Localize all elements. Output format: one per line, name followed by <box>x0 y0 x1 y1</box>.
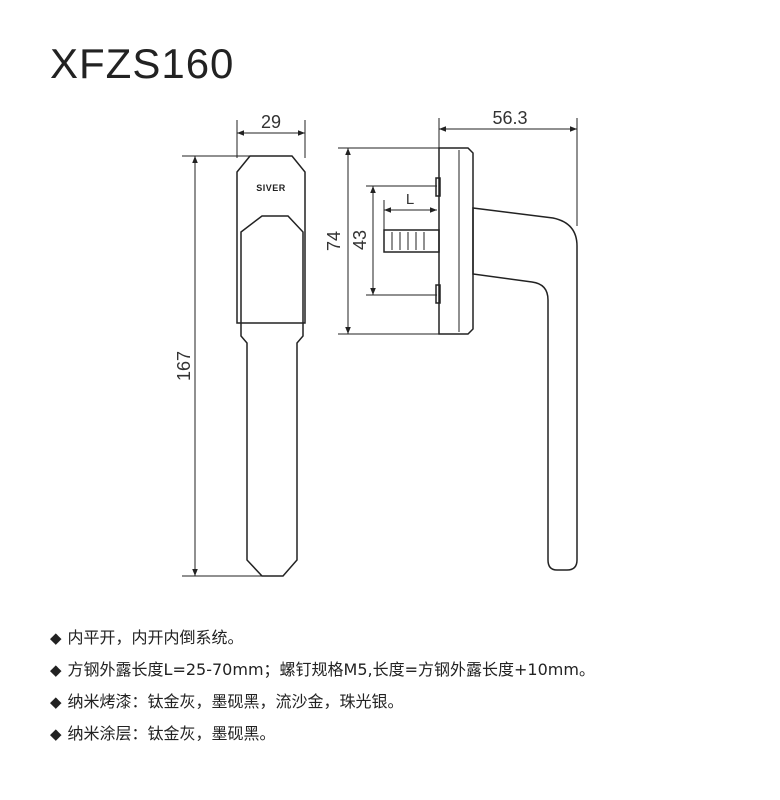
technical-drawing: SIVER 29 167 56.3 <box>174 108 578 577</box>
diamond-bullet-icon: ◆ <box>50 661 62 679</box>
diamond-bullet-icon: ◆ <box>50 693 62 711</box>
side-view <box>383 147 578 571</box>
dim-front-width <box>236 120 306 158</box>
front-view <box>236 155 306 577</box>
list-item: ◆ 内平开，内开内倒系统。 <box>50 622 595 654</box>
side-lug-top <box>435 177 441 197</box>
list-item: ◆ 纳米涂层：钛金灰，墨砚黑。 <box>50 718 595 750</box>
diamond-bullet-icon: ◆ <box>50 629 62 647</box>
dim-side-depth <box>438 118 578 226</box>
side-rosette <box>438 147 474 335</box>
dim-side-base-height-label: 74 <box>324 231 344 251</box>
dim-side-base-height <box>338 147 441 335</box>
dim-side-depth-label: 56.3 <box>492 108 527 128</box>
feature-text: 方钢外露长度L=25-70mm；螺钉规格M5,长度=方钢外露长度+10mm。 <box>67 660 595 679</box>
side-lever <box>472 207 578 571</box>
dim-side-spindle-length <box>383 200 437 232</box>
page-title: XFZS160 <box>50 40 235 87</box>
side-spindle <box>383 229 440 253</box>
feature-text: 纳米涂层：钛金灰，墨砚黑。 <box>67 724 276 743</box>
feature-list: ◆ 内平开，内开内倒系统。 ◆ 方钢外露长度L=25-70mm；螺钉规格M5,长度=… <box>50 622 595 750</box>
list-item: ◆ 纳米烤漆：钛金灰，墨砚黑，流沙金，珠光银。 <box>50 686 595 718</box>
dim-side-spindle-offset-label: 43 <box>350 230 370 250</box>
dim-side-spindle-offset <box>366 185 437 296</box>
front-lever <box>240 215 304 577</box>
side-lug-bottom <box>435 284 441 304</box>
dim-front-height-label: 167 <box>174 351 194 381</box>
dim-side-spindle-length-label: L <box>406 191 414 208</box>
feature-text: 内平开，内开内倒系统。 <box>67 628 244 647</box>
list-item: ◆ 方钢外露长度L=25-70mm；螺钉规格M5,长度=方钢外露长度+10mm。 <box>50 654 595 686</box>
front-logo: SIVER <box>256 183 286 193</box>
feature-text: 纳米烤漆：钛金灰，墨砚黑，流沙金，珠光银。 <box>67 692 404 711</box>
front-base-plate <box>236 155 306 324</box>
dim-front-height <box>182 155 262 577</box>
dim-front-width-label: 29 <box>261 112 281 132</box>
diamond-bullet-icon: ◆ <box>50 725 62 743</box>
